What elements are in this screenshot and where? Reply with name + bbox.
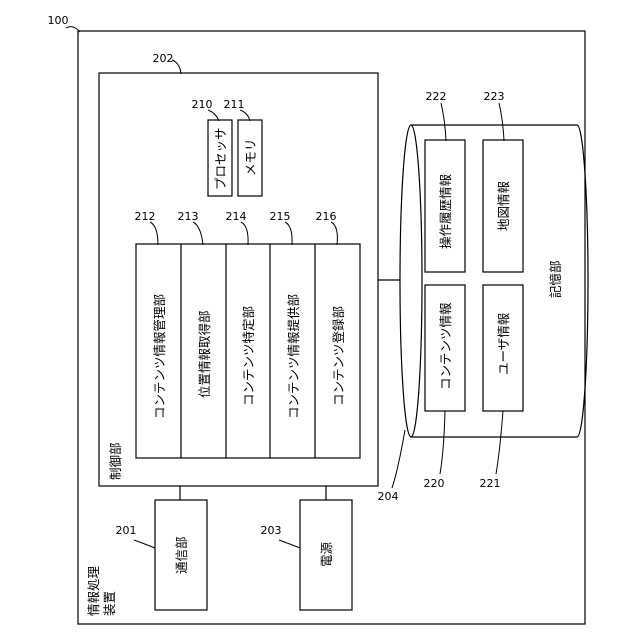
unit-content-info-management-label: コンテンツ情報管理部	[152, 294, 167, 419]
operation-history-ref: 222	[426, 90, 447, 103]
unit-content-info-provision-label: コンテンツ情報提供部	[286, 294, 301, 419]
comm-ref-leader	[134, 540, 155, 548]
unit-ref-leader	[241, 222, 248, 245]
unit-location-acquisition-label: 位置情報取得部	[197, 310, 212, 398]
comm-ref: 201	[116, 524, 137, 537]
unit-ref: 214	[226, 210, 247, 223]
storage-label: 記憶部	[548, 260, 563, 298]
unit-ref: 216	[316, 210, 337, 223]
map-info-label: 地図情報	[496, 180, 511, 231]
content-info-ref-leader	[440, 411, 445, 474]
unit-ref-leader	[331, 222, 337, 245]
unit-ref-leader	[285, 222, 292, 245]
map-info-ref-leader	[499, 103, 504, 141]
user-info-ref: 221	[480, 477, 501, 490]
unit-ref: 215	[270, 210, 291, 223]
storage-ref-leader	[392, 430, 405, 488]
unit-ref: 212	[135, 210, 156, 223]
control-ref: 202	[153, 52, 174, 65]
unit-content-registration-label: コンテンツ登録部	[331, 306, 346, 406]
device-label-line1: 情報処理	[86, 565, 101, 616]
content-info-label: コンテンツ情報	[438, 302, 453, 390]
unit-ref-leader	[193, 222, 203, 245]
device-ref: 100	[48, 14, 69, 27]
power-ref-leader	[279, 540, 300, 548]
processor-label: プロセッサ	[213, 127, 228, 190]
unit-ref-leader	[150, 222, 158, 245]
operation-history-ref-leader	[441, 103, 446, 141]
power-label: 電源	[319, 541, 334, 567]
map-info-ref: 223	[484, 90, 505, 103]
control-label: 制御部	[108, 442, 123, 480]
unit-content-identification-label: コンテンツ特定部	[241, 306, 256, 406]
operation-history-label: 操作履歴情報	[438, 173, 453, 249]
memory-ref-leader	[240, 110, 250, 121]
storage-ref: 204	[378, 490, 399, 503]
comm-label: 通信部	[174, 536, 189, 574]
user-info-label: ユーザ情報	[496, 312, 511, 375]
user-info-ref-leader	[496, 411, 503, 474]
processor-ref-leader	[208, 110, 219, 121]
processor-ref: 210	[192, 98, 213, 111]
device-label-line2: 装置	[102, 591, 117, 616]
memory-label: メモリ	[243, 138, 258, 176]
unit-ref: 213	[178, 210, 199, 223]
power-ref: 203	[261, 524, 282, 537]
content-info-ref: 220	[424, 477, 445, 490]
memory-ref: 211	[224, 98, 245, 111]
